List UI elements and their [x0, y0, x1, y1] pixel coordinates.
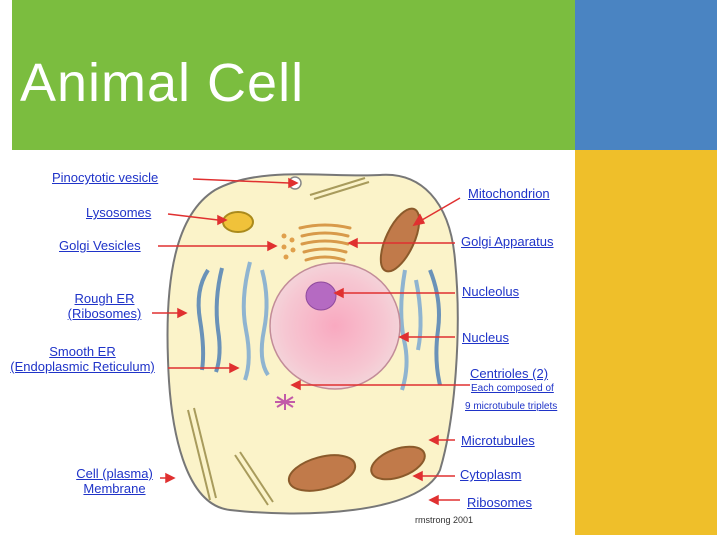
label-pinocytotic-vesicle: Pinocytotic vesicle [52, 170, 159, 185]
golgi-vesicles-shape [281, 233, 296, 260]
label-cytoplasm: Cytoplasm [460, 467, 522, 482]
slide-title: Animal Cell [20, 53, 305, 113]
label-smooth-er: Smooth ER (Endoplasmic Reticulum) [0, 344, 165, 374]
side-yellow-block [575, 150, 717, 535]
pointer-arrows [152, 177, 470, 506]
label-centrioles: Centrioles (2) [470, 366, 549, 381]
credit-text: rmstrong 2001 [415, 515, 474, 525]
label-cell-membrane-line2: Membrane [83, 481, 146, 496]
golgi-apparatus-shape [298, 223, 352, 262]
mitochondria-shape [287, 207, 426, 492]
label-centrioles-note-1: Each composed of [471, 383, 554, 394]
smooth-er-shape [241, 261, 423, 391]
label-golgi-vesicles: Golgi Vesicles [59, 238, 141, 253]
label-cell-membrane: Cell (plasma) Membrane [62, 466, 167, 496]
label-rough-er-line1: Rough ER [74, 291, 135, 306]
label-nucleolus: Nucleolus [462, 284, 520, 299]
label-nucleus: Nucleus [462, 330, 509, 345]
label-ribosomes: Ribosomes [467, 495, 533, 510]
header-green-band [12, 0, 575, 150]
label-smooth-er-line2: (Endoplasmic Reticulum) [10, 359, 155, 374]
label-centrioles-note-2: 9 microtubule triplets [465, 401, 558, 412]
label-cell-membrane-line1: Cell (plasma) [76, 466, 153, 481]
centrioles-shape [275, 394, 295, 410]
rough-er-shape [196, 267, 442, 386]
label-rough-er-line2: (Ribosomes) [67, 306, 142, 321]
lysosome-shape [222, 211, 254, 233]
nucleolus-shape [305, 281, 337, 311]
label-microtubules: Microtubules [461, 433, 535, 448]
label-mitochondrion: Mitochondrion [468, 186, 550, 201]
label-lysosomes: Lysosomes [86, 205, 152, 220]
label-rough-er: Rough ER (Ribosomes) [62, 291, 147, 321]
nucleus-shape [269, 262, 401, 390]
label-golgi-apparatus: Golgi Apparatus [461, 234, 554, 249]
header-blue-block [575, 0, 717, 150]
microtubules-shape [187, 177, 370, 506]
label-smooth-er-line1: Smooth ER [49, 344, 116, 359]
